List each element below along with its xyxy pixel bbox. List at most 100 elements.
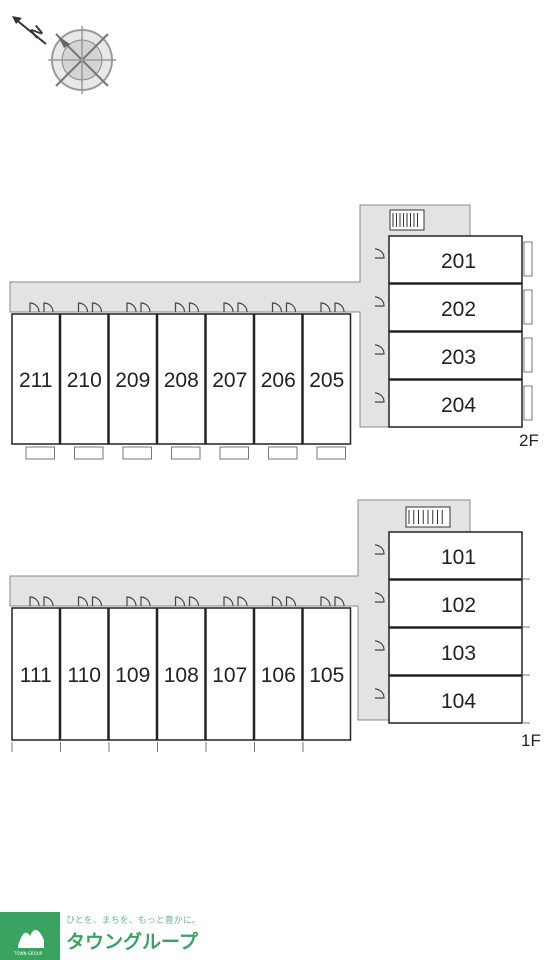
balcony — [25, 446, 55, 460]
floor-label: 2F — [519, 431, 539, 450]
stairs-icon — [405, 506, 451, 528]
compass: N — [12, 16, 116, 94]
door-icon — [77, 596, 89, 607]
balcony — [122, 446, 152, 460]
balcony — [523, 385, 533, 421]
room-106: 106 — [253, 596, 303, 752]
balcony — [268, 446, 298, 460]
door-icon — [374, 248, 385, 259]
door-icon — [271, 596, 283, 607]
room-104: 104 — [374, 675, 530, 724]
room-209: 209 — [108, 302, 158, 460]
room-number: 103 — [441, 642, 476, 665]
brand-footer: TOWN GROUP ひとを、まちを、もっと豊かに。 タウングループ — [0, 912, 201, 960]
room-number: 111 — [20, 664, 52, 687]
balcony — [523, 337, 533, 373]
room-108: 108 — [156, 596, 206, 752]
door-icon — [374, 592, 385, 603]
door-icon — [374, 544, 385, 555]
door-icon — [140, 302, 151, 313]
room-110: 110 — [59, 596, 109, 752]
door-icon — [126, 302, 137, 313]
room-number: 207 — [212, 369, 247, 392]
room-211: 211 — [11, 302, 61, 460]
door-icon — [285, 302, 297, 313]
floor-1f: 111 110 109 108 107 106 105 101 102 103 104 1F — [9, 499, 541, 752]
room-number: 107 — [212, 664, 247, 687]
room-204: 204 — [374, 379, 533, 428]
room-number: 210 — [67, 369, 102, 392]
door-icon — [320, 302, 331, 313]
room-number: 108 — [164, 664, 199, 687]
door-icon — [374, 392, 385, 403]
door-icon — [237, 302, 248, 313]
door-icon — [374, 296, 385, 307]
room-number: 102 — [441, 594, 476, 617]
room-number: 205 — [309, 369, 344, 392]
balcony — [74, 446, 104, 460]
door-icon — [271, 302, 283, 313]
floor-2f: 211 210 209 208 207 206 205 201 202 203 204 2F — [9, 204, 539, 460]
room-205: 205 — [302, 302, 352, 460]
room-number: 202 — [441, 298, 476, 321]
room-103: 103 — [374, 627, 530, 676]
room-207: 207 — [205, 302, 255, 460]
room-206: 206 — [253, 302, 303, 460]
room-number: 206 — [261, 369, 296, 392]
door-icon — [77, 302, 89, 313]
door-icon — [334, 596, 345, 607]
room-number: 101 — [441, 546, 476, 569]
room-number: 203 — [441, 346, 476, 369]
door-icon — [223, 302, 234, 313]
room-number: 211 — [19, 369, 52, 392]
compass-rose-icon — [48, 26, 116, 94]
door-icon — [320, 596, 331, 607]
room-number: 110 — [68, 664, 101, 687]
room-210: 210 — [59, 302, 109, 460]
room-number: 105 — [309, 664, 344, 687]
room-number: 106 — [261, 664, 296, 687]
brand-logo-icon: TOWN GROUP — [0, 912, 60, 960]
door-icon — [188, 596, 200, 607]
door-icon — [29, 302, 40, 313]
door-icon — [223, 596, 234, 607]
stairs-icon — [389, 209, 425, 231]
room-203: 203 — [374, 331, 533, 380]
brand-name: タウングループ — [66, 930, 199, 953]
door-icon — [334, 302, 345, 313]
room-number: 104 — [441, 690, 476, 713]
room-105: 105 — [302, 596, 352, 752]
door-icon — [43, 596, 54, 607]
room-107: 107 — [205, 596, 255, 752]
room-number: 208 — [164, 369, 199, 392]
door-icon — [374, 688, 385, 699]
room-101: 101 — [374, 531, 530, 580]
room-number: 209 — [115, 369, 150, 392]
north-arrow-icon — [12, 16, 47, 45]
door-icon — [237, 596, 248, 607]
room-109: 109 — [108, 596, 158, 752]
door-icon — [374, 344, 385, 355]
balcony — [523, 289, 533, 325]
balcony — [523, 241, 533, 277]
door-icon — [43, 302, 54, 313]
door-icon — [140, 596, 151, 607]
room-number: 204 — [441, 394, 476, 417]
room-number: 201 — [441, 250, 476, 273]
room-201: 201 — [374, 235, 533, 284]
door-icon — [174, 302, 186, 313]
north-label: N — [27, 22, 46, 42]
floor-label: 1F — [521, 731, 541, 750]
door-icon — [29, 596, 40, 607]
room-102: 102 — [374, 579, 530, 628]
room-202: 202 — [374, 283, 533, 332]
room-111: 111 — [11, 596, 61, 752]
balcony — [316, 446, 346, 460]
balcony — [171, 446, 201, 460]
door-icon — [126, 596, 137, 607]
door-icon — [374, 640, 385, 651]
door-icon — [91, 302, 103, 313]
door-icon — [285, 596, 297, 607]
brand-tagline: ひとを、まちを、もっと豊かに。 — [66, 914, 201, 926]
room-208: 208 — [156, 302, 206, 460]
